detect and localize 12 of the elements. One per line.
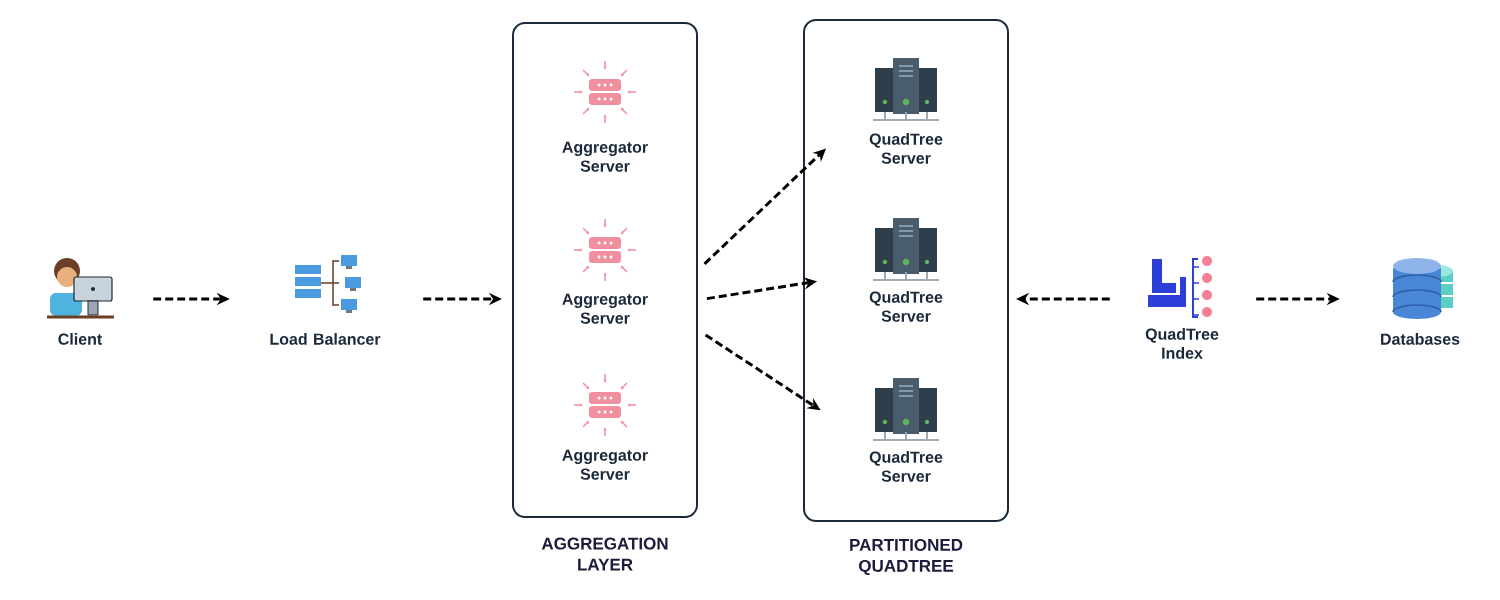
- server-label: QuadTree Server: [869, 451, 943, 482]
- node-label: PARTITIONED QUADTREE: [850, 538, 963, 576]
- server-label: QuadTree Index: [1145, 328, 1219, 359]
- node-label: AGGREGATION LAYER: [541, 537, 668, 571]
- server-label: Aggregator Server: [562, 293, 648, 324]
- server-label: Aggregator Server: [562, 449, 648, 480]
- server-label: Aggregator Server: [562, 141, 648, 172]
- server-label: QuadTree Server: [869, 133, 943, 164]
- server-label: QuadTree Server: [869, 291, 943, 322]
- server-label: Databases: [1381, 333, 1460, 345]
- server-label: Client: [58, 333, 103, 345]
- server-label: Load Balancer: [270, 333, 381, 345]
